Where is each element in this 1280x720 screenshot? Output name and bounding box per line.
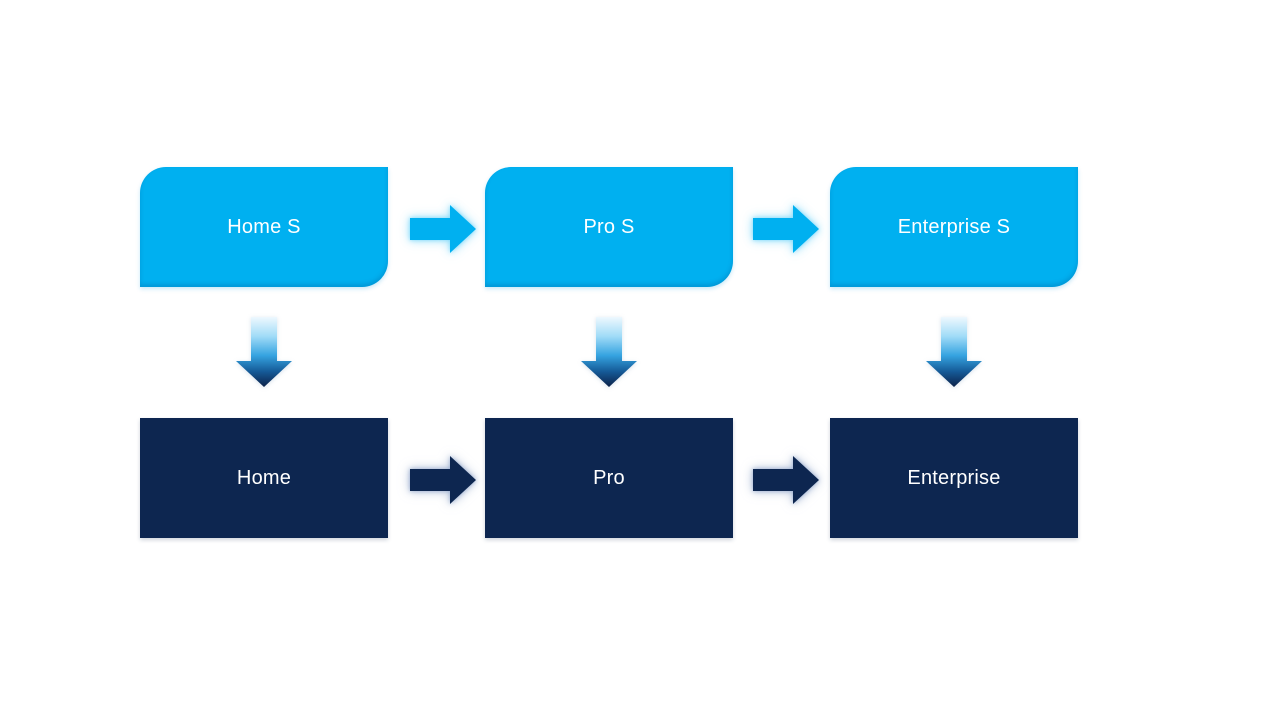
- stage-box-enterprise: Enterprise: [830, 418, 1078, 538]
- stage-box-enterprise-s: Enterprise S: [830, 167, 1078, 287]
- right-arrow-icon: [410, 456, 476, 504]
- right-arrow-icon: [410, 205, 476, 253]
- stage-box-home: Home: [140, 418, 388, 538]
- stage-box-pro-s-label: Pro S: [583, 215, 635, 238]
- down-arrow-icon: [926, 317, 982, 387]
- stage-box-pro-s: Pro S: [485, 167, 733, 287]
- stage-box-home-s-label: Home S: [227, 215, 301, 238]
- down-arrow-icon: [581, 317, 637, 387]
- right-arrow-icon: [753, 205, 819, 253]
- stage-box-pro: Pro: [485, 418, 733, 538]
- stage-box-enterprise-label: Enterprise: [907, 466, 1001, 489]
- stage-box-pro-label: Pro: [593, 466, 625, 489]
- down-arrow-icon: [236, 317, 292, 387]
- stage-box-home-s: Home S: [140, 167, 388, 287]
- stage-box-home-label: Home: [236, 466, 292, 489]
- stage-box-enterprise-s-label: Enterprise S: [897, 215, 1011, 238]
- right-arrow-icon: [753, 456, 819, 504]
